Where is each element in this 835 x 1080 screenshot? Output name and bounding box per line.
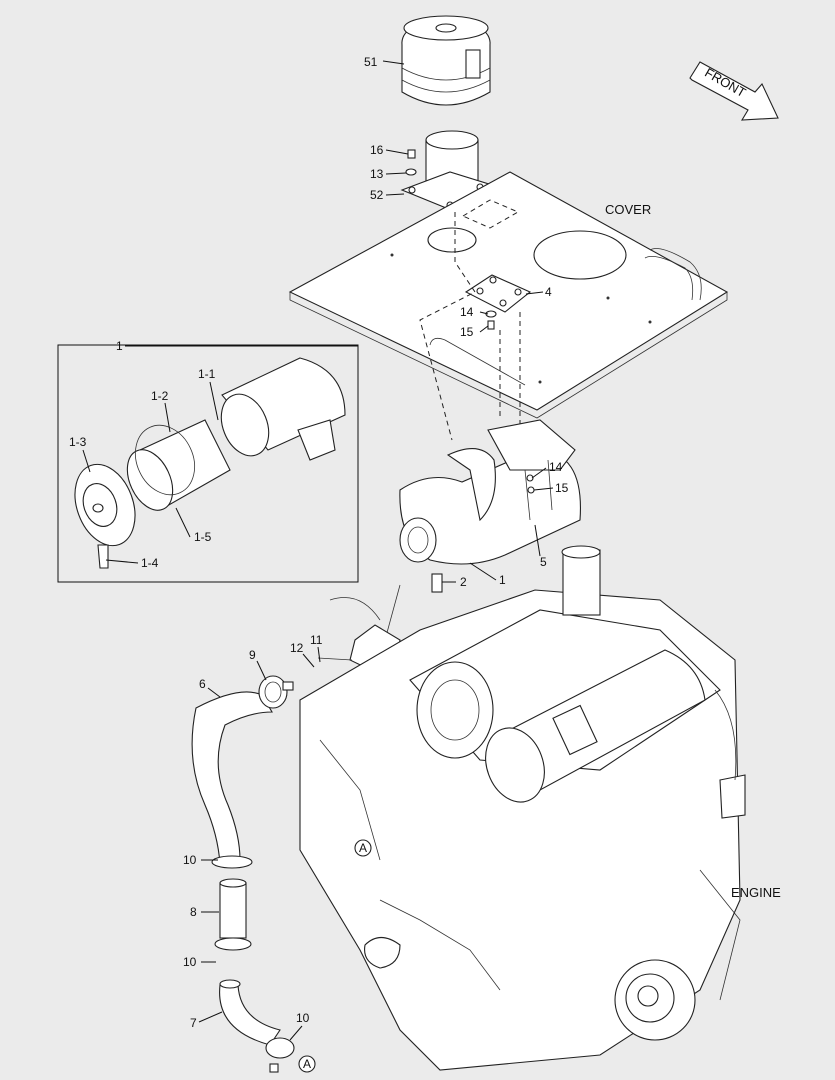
callout-4: 4 (545, 285, 552, 299)
callouts: 51 16 13 52 4 14 15 1 1-1 1-2 1-3 1-4 1-… (69, 55, 569, 1030)
callout-15: 15 (460, 325, 474, 339)
pipe-8 (211, 855, 253, 951)
callout-51: 51 (364, 55, 378, 69)
callout-10-a: 10 (183, 853, 197, 867)
ref-a-engine-label: A (359, 841, 367, 855)
callout-1: 1 (499, 573, 506, 587)
engine-label: ENGINE (731, 885, 781, 900)
callout-14-main: 14 (549, 460, 563, 474)
front-arrow: FRONT (689, 61, 779, 121)
callout-2: 2 (460, 575, 467, 589)
callout-12: 12 (290, 641, 304, 655)
callout-1-4: 1-4 (141, 556, 159, 570)
callout-1-5: 1-5 (194, 530, 212, 544)
inset-box (57, 344, 359, 583)
ref-a-hose-label: A (303, 1057, 311, 1071)
engine-block (299, 545, 746, 1071)
leader-lines (82, 60, 554, 1041)
ref-a-engine (354, 839, 372, 857)
hose-upper (191, 675, 294, 865)
cover-label: COVER (605, 202, 651, 217)
callout-5: 5 (540, 555, 547, 569)
callout-6: 6 (199, 677, 206, 691)
mounting-bracket (464, 274, 532, 330)
callout-15-main: 15 (555, 481, 569, 495)
callout-14: 14 (460, 305, 474, 319)
callout-1-1: 1-1 (198, 367, 216, 381)
callout-7: 7 (190, 1016, 197, 1030)
callout-1-3: 1-3 (69, 435, 87, 449)
callout-8: 8 (190, 905, 197, 919)
callout-11: 11 (310, 633, 323, 647)
callout-10-c: 10 (296, 1011, 310, 1025)
air-cleaner-assembly (399, 419, 582, 593)
ref-a-hose (298, 1055, 316, 1073)
intake-stack (400, 130, 494, 213)
callout-10-b: 10 (183, 955, 197, 969)
callout-1-2: 1-2 (151, 389, 169, 403)
callout-9: 9 (249, 648, 256, 662)
precleaner-cap (401, 15, 491, 106)
callout-16: 16 (370, 143, 384, 157)
callout-1-box: 1 (116, 339, 123, 353)
hose-lower (219, 979, 295, 1073)
callout-52: 52 (370, 188, 384, 202)
callout-13: 13 (370, 167, 384, 181)
